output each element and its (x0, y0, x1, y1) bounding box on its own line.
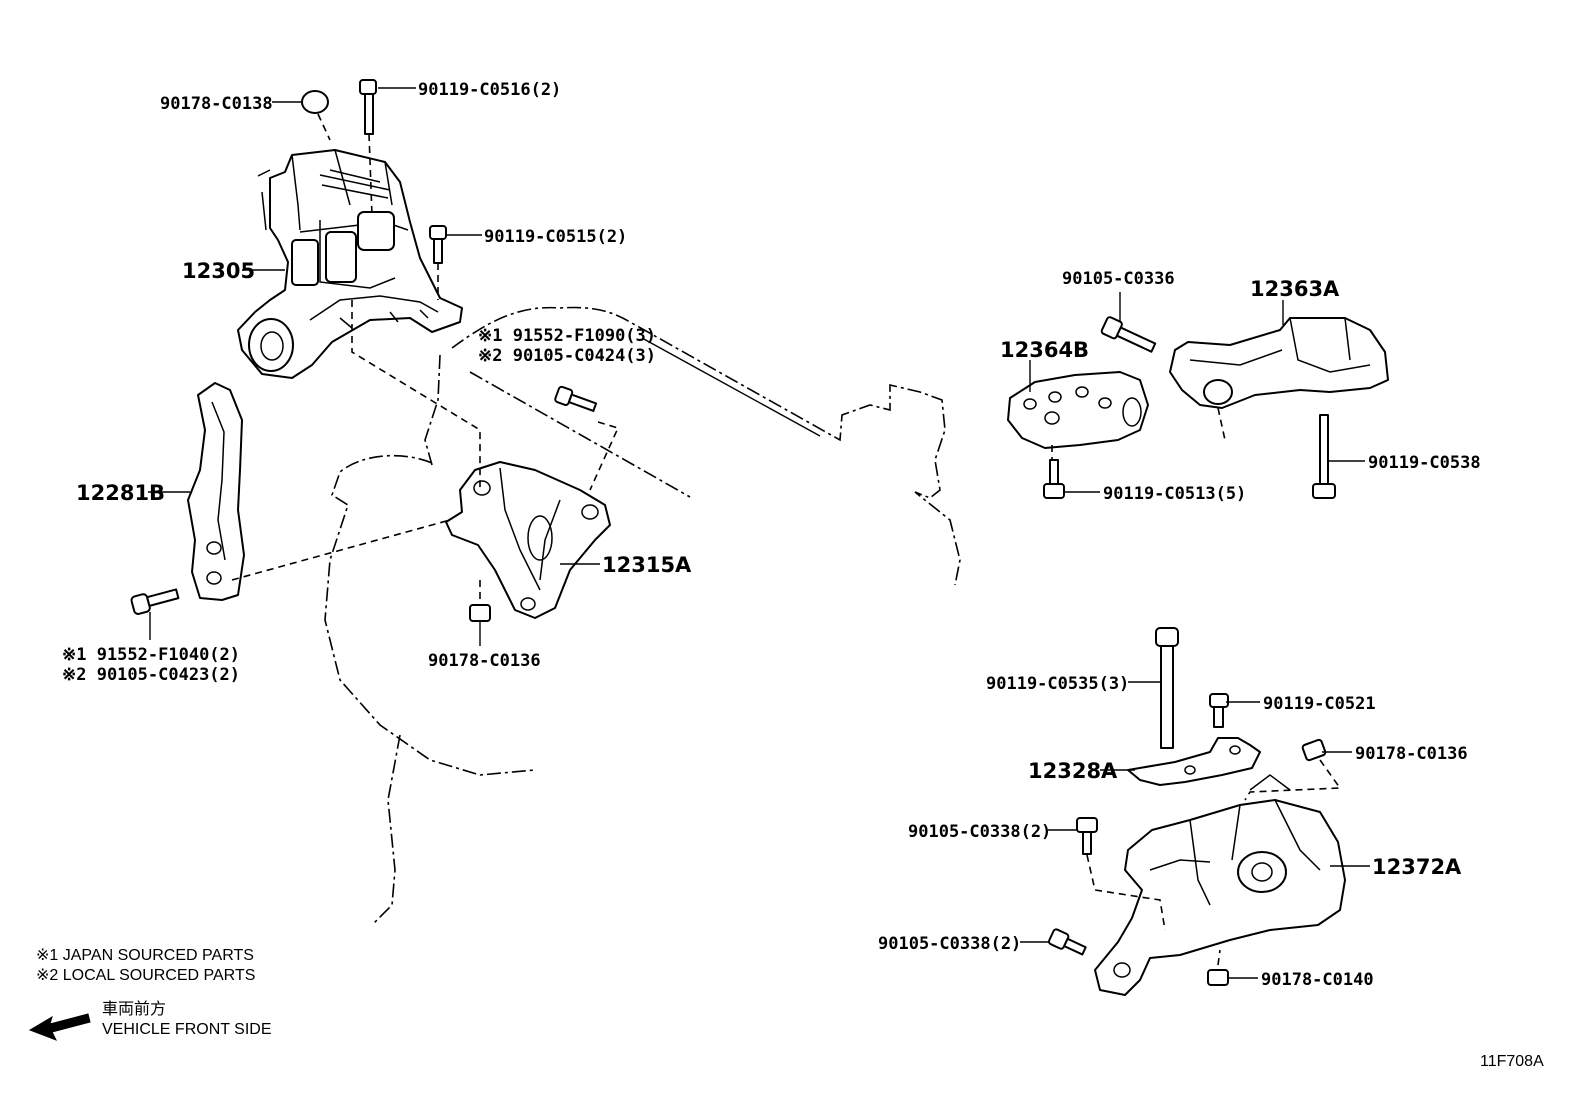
label-90178-C0138[interactable]: 90178-C0138 (160, 94, 273, 114)
legend: ※1 JAPAN SOURCED PARTS ※2 LOCAL SOURCED … (28, 947, 272, 1041)
rod-12363A (1169, 317, 1389, 409)
label-90119-C0513[interactable]: 90119-C0513(5) (1103, 484, 1246, 504)
label-12328A[interactable]: 12328A (1028, 759, 1118, 783)
bracket-12281B (187, 382, 245, 601)
label-90119-C0538[interactable]: 90119-C0538 (1368, 453, 1481, 473)
nut-90178-C0136-b (1301, 738, 1327, 762)
legend-note-japan: ※1 JAPAN SOURCED PARTS (36, 947, 254, 964)
bolt-90119-C0538 (1312, 414, 1336, 499)
nut-90178-C0140 (1207, 969, 1229, 986)
front-arrow-icon (28, 1013, 91, 1041)
label-91552-F1040[interactable]: ※1 91552-F1040(2) (62, 645, 240, 665)
bolt-90105-C0424 (554, 385, 598, 412)
label-12305[interactable]: 12305 (182, 259, 255, 283)
bolt-90105-C0338-b (1048, 928, 1087, 956)
label-90105-C0424[interactable]: ※2 90105-C0424(3) (478, 346, 656, 366)
bolt-90105-C0336 (1100, 316, 1157, 353)
bolt-90119-C0521 (1209, 693, 1229, 728)
label-90178-C0136-b[interactable]: 90178-C0136 (1355, 744, 1468, 764)
label-90105-C0338-a[interactable]: 90105-C0338(2) (908, 822, 1051, 842)
direction-label-en: VEHICLE FRONT SIDE (102, 1021, 272, 1038)
bolt-90105-C0338-a (1076, 817, 1098, 855)
bolt-91552-F1040 (130, 588, 180, 615)
figure-id: 11F708A (1480, 1053, 1544, 1070)
bolt-90119-C0515 (429, 225, 447, 264)
bolt-90119-C0513 (1043, 459, 1065, 499)
direction-label-jp: 車両前方 (102, 1000, 166, 1018)
part-labels: 90178-C0138 90119-C0516(2) 90119-C0515(2… (62, 80, 1481, 990)
plate-12328A (1127, 737, 1261, 786)
label-90105-C0423[interactable]: ※2 90105-C0423(2) (62, 665, 240, 685)
label-91552-F1090[interactable]: ※1 91552-F1090(3) (478, 326, 656, 346)
label-90105-C0338-b[interactable]: 90105-C0338(2) (878, 934, 1021, 954)
nut-90178-C0138 (301, 90, 329, 114)
label-90119-C0521[interactable]: 90119-C0521 (1263, 694, 1376, 714)
legend-note-local: ※2 LOCAL SOURCED PARTS (36, 967, 255, 984)
label-90119-C0515[interactable]: 90119-C0515(2) (484, 227, 627, 247)
bolt-90119-C0535 (1155, 627, 1179, 749)
engine-outline (324, 306, 961, 926)
label-12364B[interactable]: 12364B (1000, 338, 1089, 362)
leader-lines (148, 87, 1370, 979)
bracket-12315A (445, 461, 611, 619)
label-12363A[interactable]: 12363A (1250, 277, 1340, 301)
bracket-12364B (1007, 371, 1149, 449)
label-12315A[interactable]: 12315A (602, 553, 692, 577)
label-12372A[interactable]: 12372A (1372, 855, 1462, 879)
label-90119-C0535[interactable]: 90119-C0535(3) (986, 674, 1129, 694)
label-12281B[interactable]: 12281B (76, 481, 165, 505)
engine-mount-12305 (237, 149, 463, 379)
nut-90178-C0136-a (469, 604, 491, 622)
label-90178-C0136-a[interactable]: 90178-C0136 (428, 651, 541, 671)
label-90119-C0516[interactable]: 90119-C0516(2) (418, 80, 561, 100)
bolt-90119-C0516 (359, 79, 377, 135)
fasteners (130, 79, 1336, 986)
label-90105-C0336[interactable]: 90105-C0336 (1062, 269, 1175, 289)
assembly-lines (231, 113, 1342, 966)
label-90178-C0140[interactable]: 90178-C0140 (1261, 970, 1374, 990)
mount-12372A (1094, 774, 1346, 996)
